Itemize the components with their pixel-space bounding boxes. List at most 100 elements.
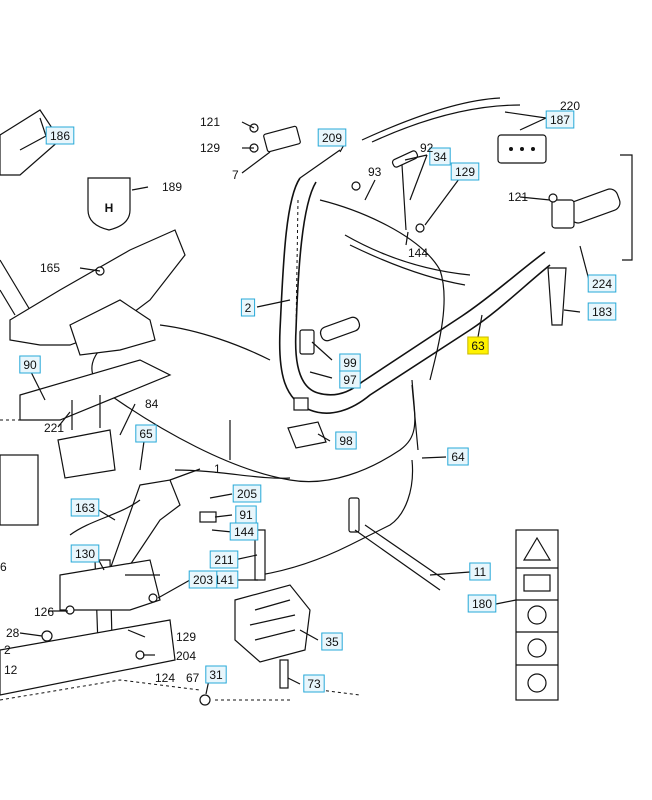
- part-label-2: 2: [240, 298, 256, 317]
- warning-decal-panel: [515, 529, 559, 701]
- part-label-203: 203: [188, 570, 218, 589]
- belt-guard-edge: [0, 259, 31, 316]
- decal-strip: [547, 267, 567, 326]
- label-text: 91: [239, 508, 253, 522]
- engine-shroud: [9, 229, 186, 346]
- label-text: 73: [307, 677, 321, 691]
- part-number-126: 126: [34, 605, 54, 619]
- label-text: 144: [234, 525, 254, 539]
- part-label-187: 187: [545, 110, 575, 129]
- label-box: [205, 665, 227, 684]
- handle-tube-outer: [278, 177, 551, 414]
- frame-dash: [0, 679, 201, 701]
- part-number-121: 121: [200, 115, 220, 129]
- part-label-209: 209: [317, 128, 347, 147]
- label-text: 183: [592, 305, 612, 319]
- label-box: [232, 484, 262, 503]
- handle-tube-inner: [294, 181, 546, 396]
- throttle-housing: [551, 199, 575, 229]
- label-box: [303, 674, 325, 693]
- part-label-73: 73: [303, 674, 325, 693]
- lever-rod: [401, 164, 407, 231]
- part-label-205: 205: [232, 484, 262, 503]
- part-label-90: 90: [19, 355, 41, 374]
- cable-end: [411, 384, 419, 451]
- control-cable-loop: [91, 324, 416, 483]
- label-box: [209, 550, 239, 569]
- label-text: 11: [474, 565, 487, 579]
- nut-28: [41, 630, 53, 642]
- rubber-mount: [287, 421, 327, 449]
- lever-bracket: [59, 559, 161, 611]
- leader-lines: [19, 111, 591, 695]
- label-text: 99: [343, 356, 357, 370]
- part-number-121: 121: [508, 190, 528, 204]
- part-number-221: 221: [44, 421, 64, 435]
- label-text: 35: [325, 635, 339, 649]
- bolt-204: [135, 650, 145, 660]
- label-box: [587, 274, 617, 293]
- part-label-99: 99: [339, 353, 361, 372]
- label-text: 163: [75, 501, 95, 515]
- label-box: [587, 302, 617, 321]
- part-label-183: 183: [587, 302, 617, 321]
- label-box: [240, 298, 256, 317]
- manual-book-icon: [523, 574, 551, 592]
- part-label-11: 11: [469, 562, 491, 581]
- part-label-34: 34: [429, 147, 451, 166]
- label-box: [450, 162, 480, 181]
- part-number-1: 1: [214, 462, 221, 476]
- label-text: 203: [193, 573, 213, 587]
- gearbox-detail: [249, 599, 296, 641]
- part-label-130: 130: [70, 544, 100, 563]
- part-number-220: 220: [560, 99, 580, 113]
- shroud-drawing: H: [0, 109, 186, 356]
- label-box: [19, 355, 41, 374]
- husqvarna-logo: [87, 177, 131, 231]
- part-number-28: 28: [6, 626, 20, 640]
- lock-knob: [319, 316, 361, 342]
- logo-letter: H: [105, 201, 114, 215]
- part-label-98: 98: [335, 431, 357, 450]
- part-label-31: 31: [205, 665, 227, 684]
- cross-brace-2: [349, 244, 466, 286]
- bracket-7: [263, 125, 301, 153]
- part-label-211: 211: [209, 550, 239, 569]
- label-text: 130: [75, 547, 95, 561]
- part-number-144: 144: [408, 246, 428, 260]
- lock-pin: [299, 329, 315, 355]
- label-text: 186: [50, 129, 70, 143]
- label-text: 34: [433, 150, 447, 164]
- mount-bolt: [293, 397, 309, 411]
- bolt-209: [351, 181, 361, 191]
- part-label-163: 163: [70, 498, 100, 517]
- part-number-2: 2: [4, 643, 11, 657]
- part-number-165: 165: [40, 261, 60, 275]
- label-box: [188, 570, 218, 589]
- nut-126: [65, 605, 75, 615]
- label-box: [467, 336, 489, 355]
- label-box: [545, 110, 575, 129]
- label-box: [135, 424, 157, 443]
- handlebar-drawing: [91, 97, 633, 591]
- label-box: [467, 594, 497, 613]
- part-label-144: 144: [229, 522, 259, 541]
- label-text: 205: [237, 487, 257, 501]
- strap-holes: [295, 199, 299, 331]
- shaft-73: [279, 659, 289, 689]
- part-number-129: 129: [200, 141, 220, 155]
- part-number-92: 92: [420, 141, 434, 155]
- label-text: 129: [455, 165, 475, 179]
- part-number-93: 93: [368, 165, 382, 179]
- part-number-67: 67: [186, 671, 200, 685]
- bottom-dash: [215, 689, 361, 701]
- shroud-lower: [69, 299, 156, 356]
- bolt-129b: [415, 223, 425, 233]
- part-label-129: 129: [450, 162, 480, 181]
- pin-31: [199, 694, 211, 706]
- part-label-180: 180: [467, 594, 497, 613]
- part-label-97: 97: [339, 370, 361, 389]
- label-text: 224: [592, 277, 612, 291]
- grip-bracket: [620, 154, 633, 261]
